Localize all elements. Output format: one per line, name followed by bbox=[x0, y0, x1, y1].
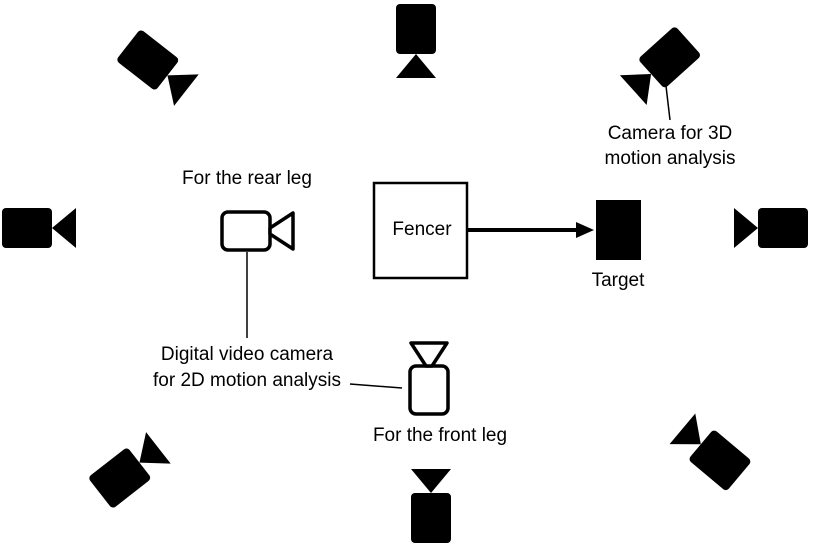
direction-arrow bbox=[467, 222, 594, 238]
camera-2d-leader-front bbox=[349, 383, 403, 389]
camera-3d-left-icon bbox=[2, 208, 76, 248]
digital-camera-rear-leg-icon bbox=[220, 210, 295, 252]
camera-3d-caption-line2: motion analysis bbox=[605, 148, 736, 169]
target-label: Target bbox=[592, 270, 646, 291]
front-leg-label: For the front leg bbox=[373, 425, 507, 446]
digital-camera-front-leg-icon bbox=[408, 341, 450, 416]
camera-3d-right-icon bbox=[734, 208, 808, 248]
camera-2d-caption-line2: for 2D motion analysis bbox=[153, 370, 341, 391]
camera-3d-bottom-left-icon bbox=[87, 432, 171, 510]
camera-3d-bottom-right-icon bbox=[669, 413, 752, 492]
camera-3d-caption-line1: Camera for 3D bbox=[608, 123, 733, 144]
camera-3d-leader-line bbox=[665, 85, 671, 121]
camera-2d-caption-line1: Digital video camera bbox=[161, 344, 334, 365]
rear-leg-label: For the rear leg bbox=[182, 168, 312, 189]
camera-3d-top-right-icon bbox=[619, 25, 702, 105]
fencer-box bbox=[372, 181, 469, 280]
camera-3d-bottom-icon bbox=[411, 469, 451, 543]
fencer-label: Fencer bbox=[392, 219, 452, 240]
camera-3d-top-icon bbox=[396, 4, 436, 78]
camera-3d-top-left-icon bbox=[115, 28, 199, 106]
target-block bbox=[596, 200, 641, 260]
